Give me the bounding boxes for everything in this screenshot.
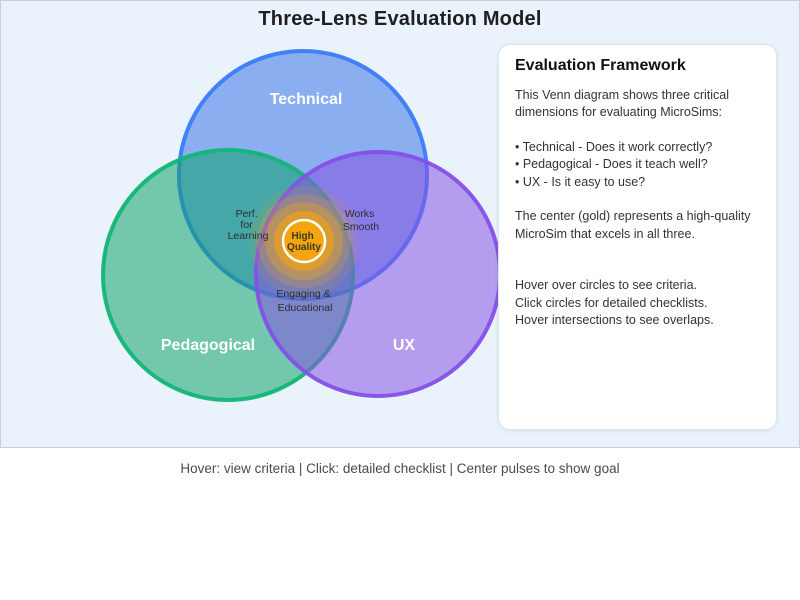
panel-center-note: The center (gold) represents a high-qual…	[515, 209, 751, 241]
bullet-technical: • Technical - Does it work correctly?	[515, 139, 713, 154]
bullet-ux: • UX - Is it easy to use?	[515, 174, 646, 189]
label-pedagogical: Pedagogical	[161, 337, 255, 354]
venn-diagram: Technical Pedagogical UX Perf. for Learn…	[101, 49, 502, 402]
panel-title: Evaluation Framework	[515, 57, 686, 74]
footer-instructions: Hover: view criteria | Click: detailed c…	[180, 461, 620, 476]
label-technical-pedagogical-overlap: Perf. for Learning	[228, 208, 269, 242]
panel-hints: Hover over circles to see criteria. Clic…	[515, 277, 760, 330]
bullet-pedagogical: • Pedagogical - Does it teach well?	[515, 157, 708, 171]
label-technical: Technical	[270, 91, 343, 108]
center-goal-circle[interactable]	[281, 218, 327, 264]
label-ux: UX	[393, 337, 416, 354]
label-pedagogical-ux-overlap: Engaging & Educational	[276, 288, 333, 314]
hint-click-circles: Click circles for detailed checklists.	[515, 295, 708, 310]
page-title: Three-Lens Evaluation Model	[258, 8, 542, 30]
label-center-goal: High Quality	[287, 231, 321, 253]
hint-hover-circles: Hover over circles to see criteria.	[515, 278, 698, 292]
hint-hover-intersections: Hover intersections to see overlaps.	[515, 313, 714, 327]
panel-intro: This Venn diagram shows three critical d…	[515, 87, 729, 120]
label-technical-ux-overlap: Works Smooth	[343, 208, 379, 233]
panel-bullet-list: • Technical - Does it work correctly? • …	[515, 139, 760, 192]
info-panel: Evaluation Framework This Venn diagram s…	[498, 44, 777, 430]
venn-canvas: Three-Lens Evaluation Model Technical Pe…	[0, 0, 800, 448]
